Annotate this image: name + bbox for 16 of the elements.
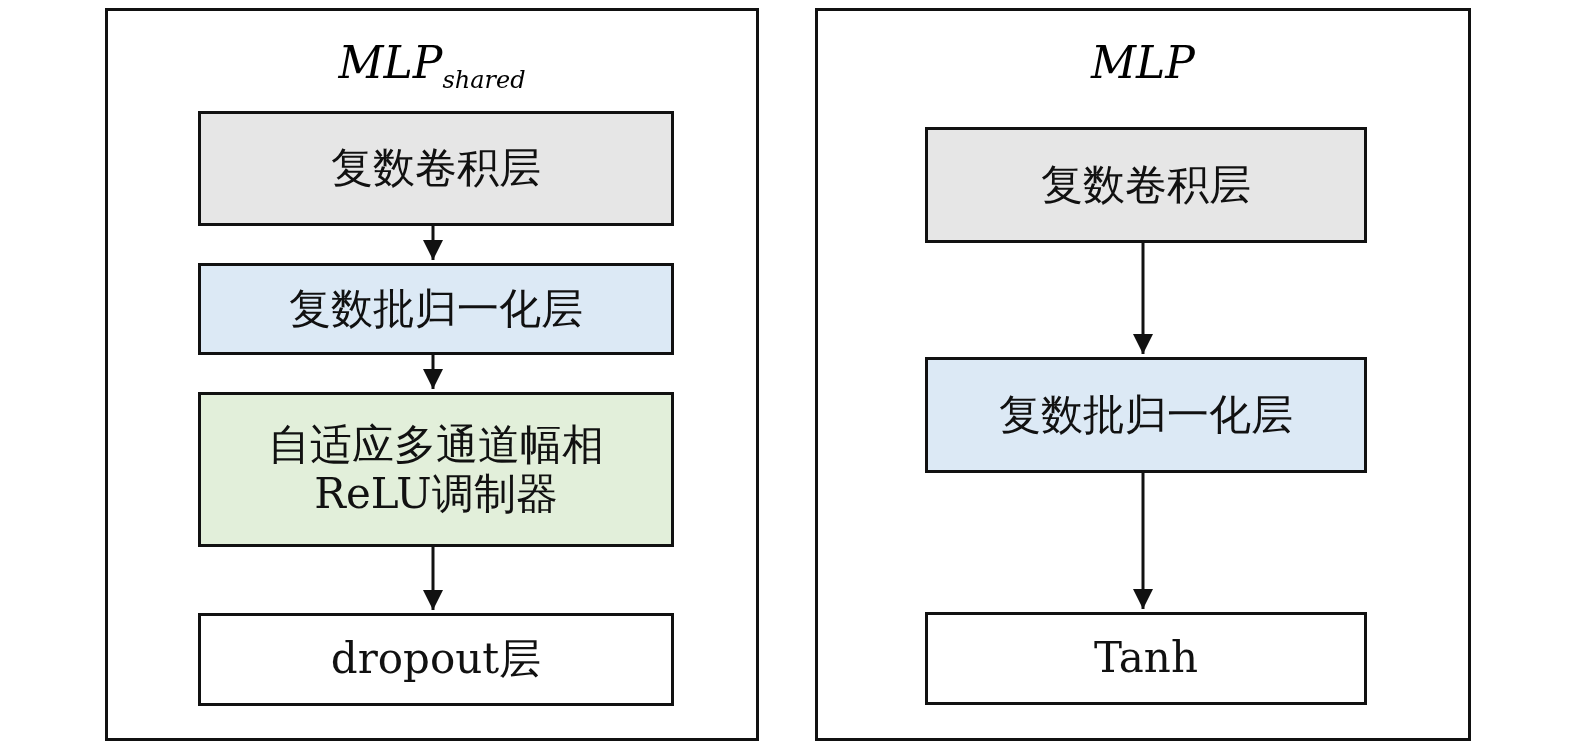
arrow [423,223,443,260]
layer-box: 复数卷积层 [925,127,1367,243]
panel [105,8,759,741]
layer-box: 复数批归一化层 [925,357,1367,473]
layer-box: 复数卷积层 [198,111,674,226]
arrow [1133,470,1153,609]
arrow [423,352,443,389]
layer-box: Tanh [925,612,1367,705]
panel-title: MLP [1089,41,1196,85]
layer-box: 自适应多通道幅相ReLU调制器 [198,392,674,547]
layer-box: dropout层 [198,613,674,706]
arrow [1133,240,1153,354]
panel [815,8,1471,741]
arrow [423,544,443,610]
panel-title: MLP$_{shared}$ [337,41,527,92]
layer-box: 复数批归一化层 [198,263,674,355]
